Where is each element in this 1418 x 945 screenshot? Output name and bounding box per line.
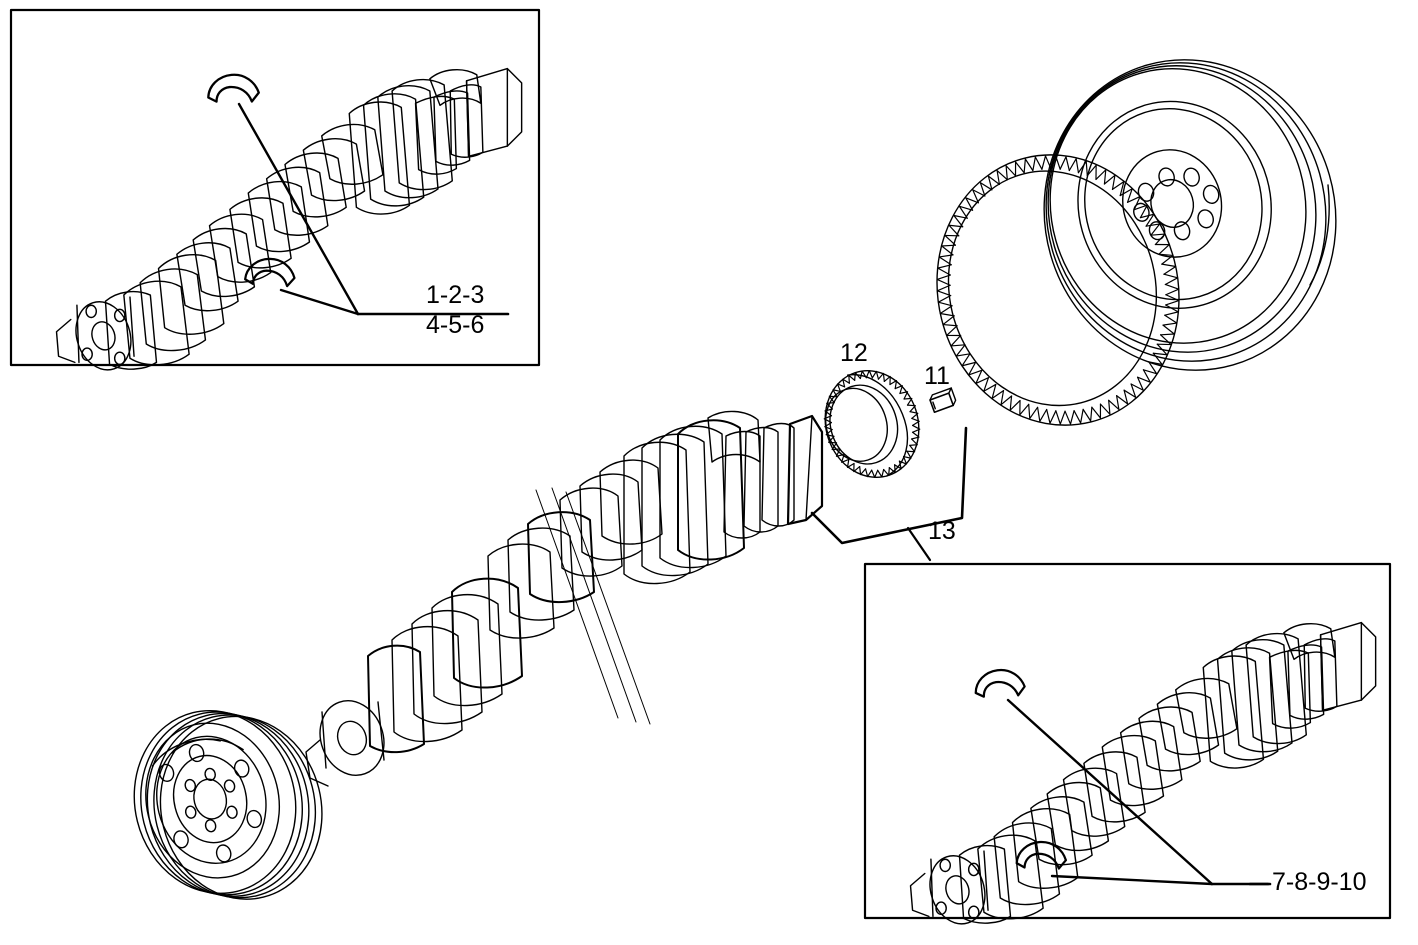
ring-gear-icon (936, 154, 1180, 426)
callout-crankshaft: 13 (928, 517, 956, 545)
callout-main-bearings-upper: 1-2-3 (426, 281, 485, 309)
key-icon (929, 387, 957, 414)
callout-main-bearings-lower: 4-5-6 (426, 311, 485, 340)
flywheel-icon (1043, 59, 1337, 371)
callout-rod-bearings: 7-8-9-10 (1272, 868, 1367, 896)
crankshaft-icon (305, 410, 824, 787)
main-bearing-detail-box (9, 8, 541, 378)
pulley-icon (133, 709, 323, 900)
timing-gear-icon (823, 370, 921, 478)
callout-timing-gear: 12 (840, 339, 868, 367)
callout-key: 11 (924, 362, 950, 390)
callout-main-bearings: 1-2-3 4-5-6 (426, 282, 484, 339)
crankshaft-leader (810, 426, 968, 562)
